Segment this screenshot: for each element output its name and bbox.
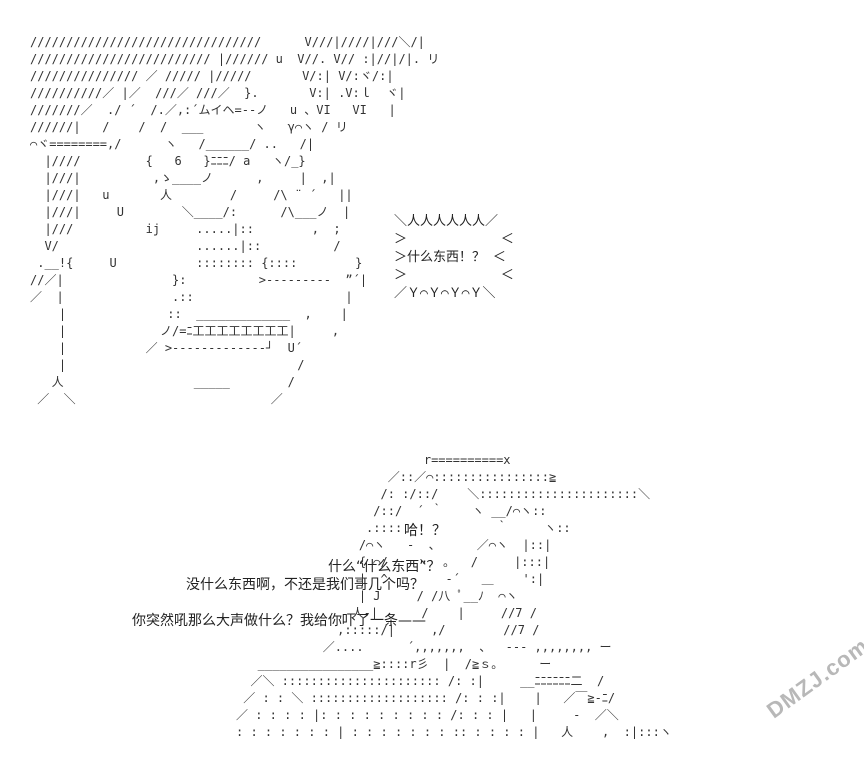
site-watermark-logo: DMZJ.com xyxy=(762,632,864,724)
dialogue-line-1: 哈！？ xyxy=(404,523,446,539)
dialogue-line-2: 什么“什么东西”？ xyxy=(328,559,441,575)
shout-speech-bubble: ＼人人人人人人／ ＞ ＜ ＞什么东西！？ ＜ ＞ ＜ ／Ｙ⌒Ｙ⌒Ｙ⌒Ｙ＼ xyxy=(394,214,514,301)
ascii-art-top-character: //////////////////////////////// V///|//… xyxy=(30,35,440,406)
dialogue-line-3: 没什么东西啊，不还是我们哥几个吗？ xyxy=(186,577,424,593)
ascii-art-bottom-character: r==========x ／::／⌒::::::::::::::::≧ /: :… xyxy=(236,453,672,739)
dialogue-line-4: 你突然吼那么大声做什么？我给你吓了一条—— xyxy=(132,613,426,629)
